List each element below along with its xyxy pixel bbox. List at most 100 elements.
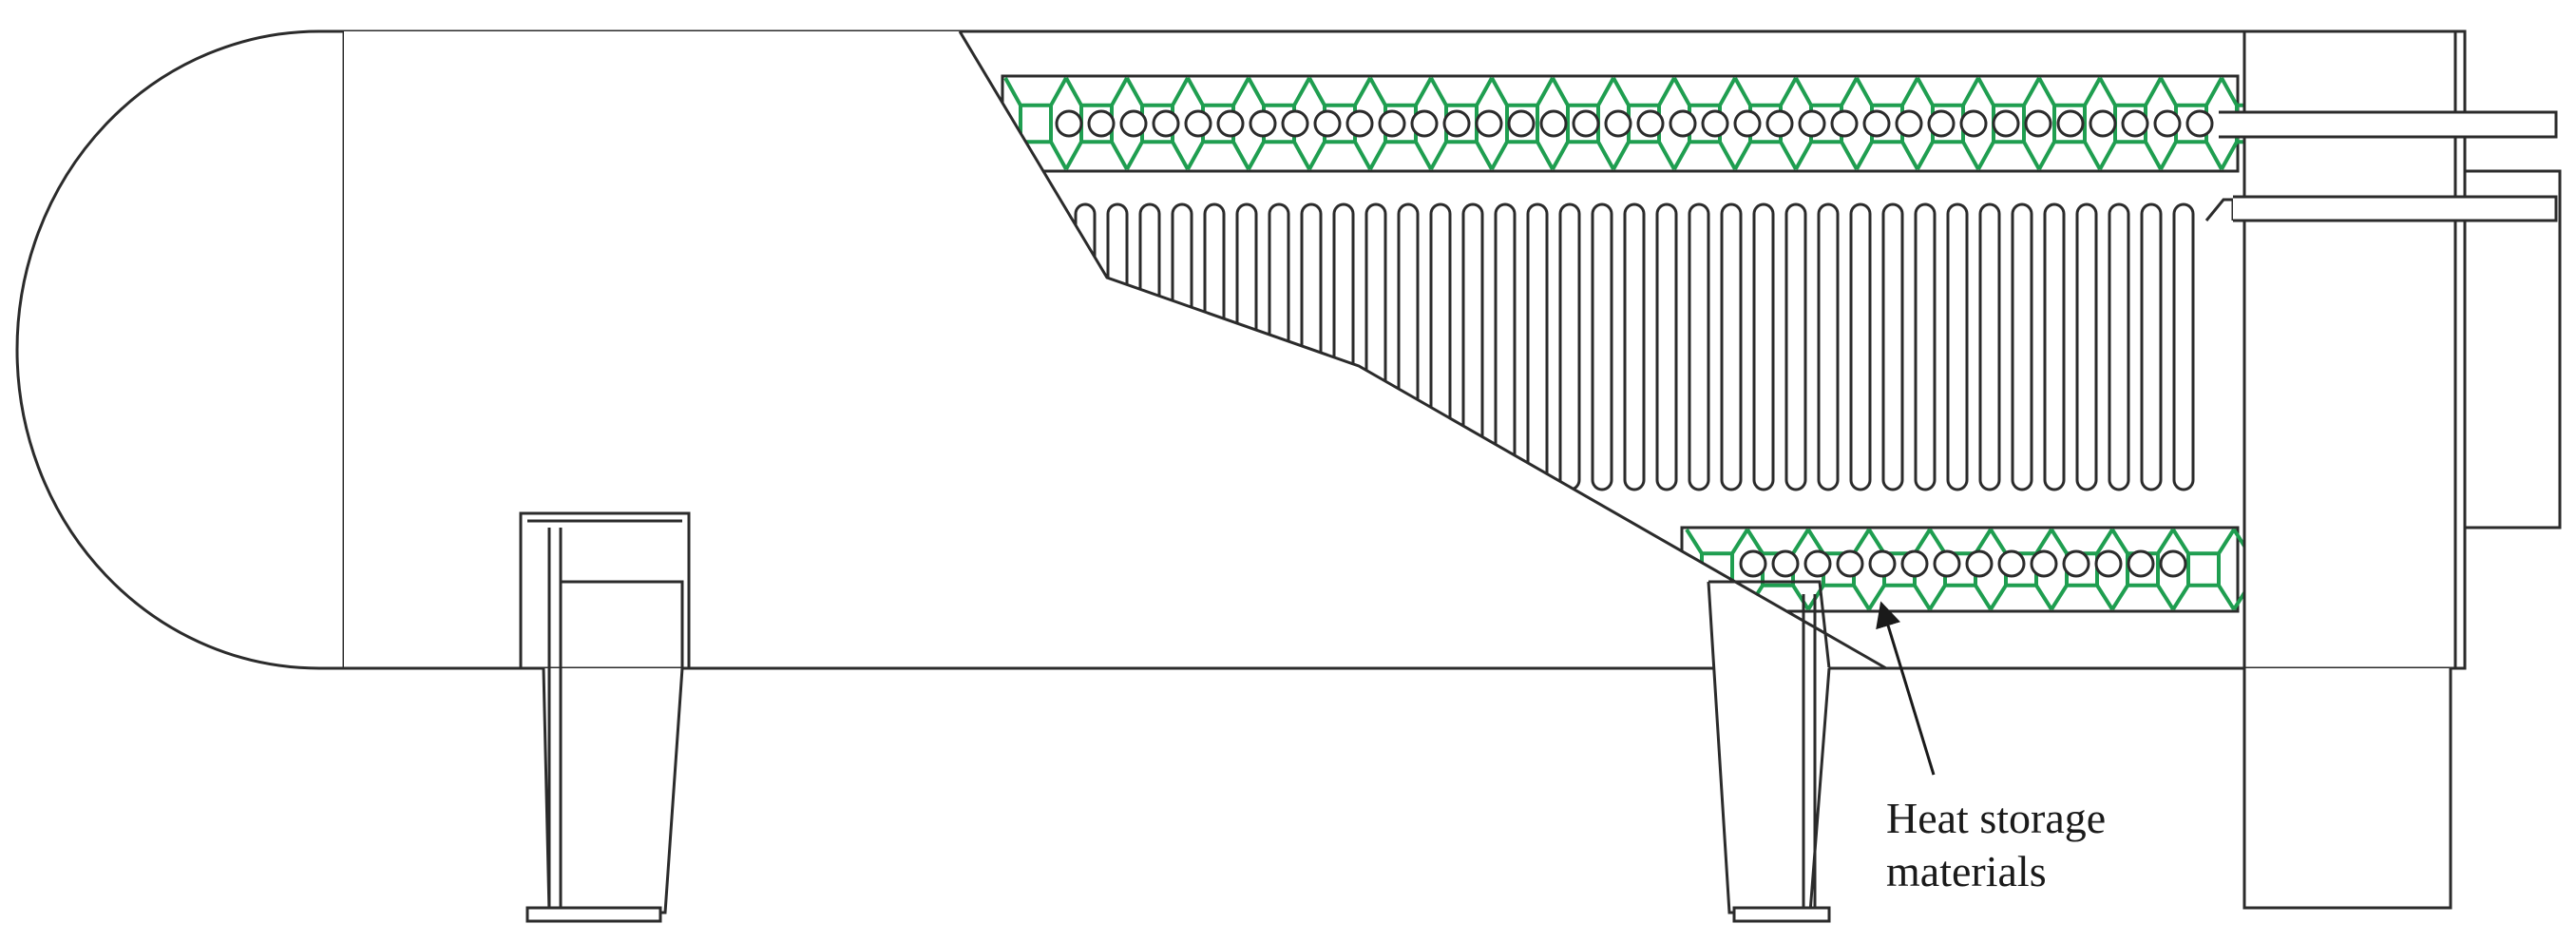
- heat-storage-cell: [1003, 77, 1068, 170]
- tube-section: [1087, 109, 1116, 138]
- heat-storage-cell: [1733, 77, 1798, 170]
- tube-section: [1965, 549, 1994, 578]
- heat-storage-cell: [1928, 528, 1993, 611]
- tube-section: [2030, 549, 2058, 578]
- heat-storage-cell: [1672, 77, 1737, 170]
- u-tube: [1752, 202, 1775, 491]
- heat-storage-cell: [2171, 528, 2236, 611]
- tube-section: [1378, 109, 1406, 138]
- heat-storage-cell: [1976, 77, 2041, 170]
- tube-section: [1249, 109, 1277, 138]
- tube-section: [1992, 109, 2020, 138]
- tube-section: [2056, 109, 2085, 138]
- u-tube: [1784, 202, 1807, 491]
- tube-section: [2089, 109, 2117, 138]
- heat-storage-cell: [2098, 77, 2163, 170]
- heat-storage-cell: [1916, 77, 1980, 170]
- heat-storage-cell: [1186, 77, 1250, 170]
- saddle-support-right: [1707, 580, 1831, 923]
- tube-section: [2127, 549, 2155, 578]
- tube-section: [1636, 109, 1665, 138]
- u-tube: [1914, 202, 1937, 491]
- tube-row-lower: [1739, 549, 2187, 578]
- tube-section: [1216, 109, 1245, 138]
- tube-section: [1933, 549, 1961, 578]
- tube-section: [1313, 109, 1342, 138]
- tube-section: [1507, 109, 1536, 138]
- tube-section: [1836, 549, 1864, 578]
- tube-section: [1152, 109, 1180, 138]
- tube-section: [1830, 109, 1859, 138]
- tube-row-upper: [1055, 109, 2214, 138]
- tube-section: [2185, 109, 2214, 138]
- heat-storage-cell: [1551, 77, 1615, 170]
- u-tube: [1720, 202, 1743, 491]
- tube-section: [1442, 109, 1471, 138]
- tube-section: [1959, 109, 1988, 138]
- heat-storage-cell: [1064, 77, 1129, 170]
- heat-storage-cell: [2037, 77, 2102, 170]
- tube-section: [1475, 109, 1503, 138]
- heat-storage-cell: [1368, 77, 1433, 170]
- middle-nozzle: [2233, 195, 2558, 222]
- tube-section: [1669, 109, 1697, 138]
- label-line-1: Heat storage: [1886, 794, 2107, 842]
- tube-section: [1927, 109, 1956, 138]
- tube-section: [1281, 109, 1309, 138]
- u-tube: [1849, 202, 1872, 491]
- tube-section: [1868, 549, 1897, 578]
- annotation-arrow: [1876, 601, 1936, 776]
- tube-section: [1604, 109, 1632, 138]
- tube-section: [1739, 549, 1767, 578]
- u-tube: [1688, 202, 1710, 491]
- tube-section: [1803, 549, 1832, 578]
- tube-section: [1997, 549, 2026, 578]
- heat-storage-cell: [1806, 528, 1871, 611]
- heat-storage-cell: [1247, 77, 1311, 170]
- u-tube: [2140, 202, 2163, 491]
- tube-section: [1771, 549, 1800, 578]
- tube-section: [1572, 109, 1600, 138]
- u-tube: [1978, 202, 2001, 491]
- u-tube: [2011, 202, 2033, 491]
- tube-section: [2062, 549, 2090, 578]
- cut-edge-line: [958, 30, 1887, 670]
- heat-storage-cell: [1307, 77, 1372, 170]
- tube-section: [1119, 109, 1148, 138]
- tube-section: [1900, 549, 1929, 578]
- tube-section: [1410, 109, 1439, 138]
- heat-storage-cell: [1490, 77, 1555, 170]
- u-tube: [2075, 202, 2098, 491]
- tube-sheet-legs: [2242, 668, 2452, 910]
- u-tube: [2043, 202, 2066, 491]
- heat-storage-cell: [2159, 77, 2223, 170]
- heat-storage-cell: [1612, 77, 1676, 170]
- heat-storage-cell: [1125, 77, 1190, 170]
- heat-storage-cell: [1867, 528, 1932, 611]
- tube-section: [1184, 109, 1212, 138]
- tube-section: [1765, 109, 1794, 138]
- heat-storage-mesh-upper: [1003, 77, 2284, 170]
- tube-section: [2094, 549, 2123, 578]
- tube-section: [2121, 109, 2149, 138]
- heat-storage-label: Heat storage materials: [1886, 792, 2209, 898]
- u-tube: [2108, 202, 2130, 491]
- u-tube: [1623, 202, 1646, 491]
- u-tube: [1946, 202, 1969, 491]
- end-cap: [15, 29, 344, 670]
- u-tube: [1881, 202, 1904, 491]
- u-tube: [1558, 202, 1581, 491]
- u-tube: [1591, 202, 1613, 491]
- upper-nozzle: [2219, 110, 2558, 139]
- label-line-2: materials: [1886, 847, 2047, 895]
- heat-storage-cell: [1794, 77, 1859, 170]
- tube-section: [2024, 109, 2052, 138]
- tube-section: [1345, 109, 1374, 138]
- heat-storage-cell: [1855, 77, 1919, 170]
- tube-section: [1798, 109, 1826, 138]
- tube-section: [1862, 109, 1891, 138]
- u-tube: [1526, 202, 1549, 491]
- heat-storage-cell: [1989, 528, 2053, 611]
- tube-section: [1895, 109, 1923, 138]
